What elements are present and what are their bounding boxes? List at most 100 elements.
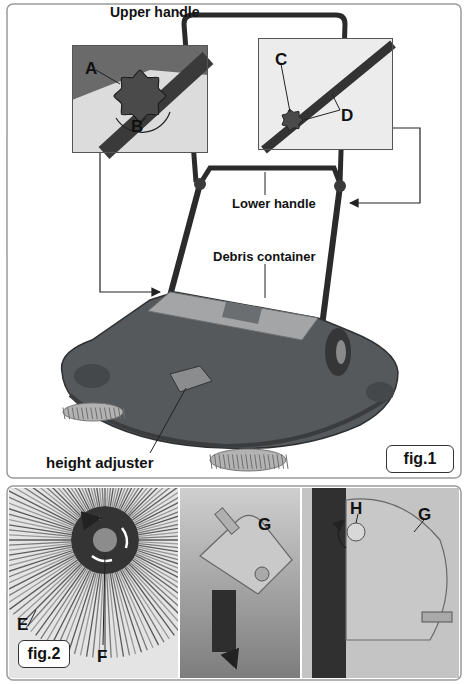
brush-bristle [139,534,178,538]
brush-bristle [134,488,178,521]
photo-panel: G [180,488,300,678]
rotation-arrow [92,556,112,561]
part-label: height adjuster [46,455,154,470]
bracket-photo [180,488,300,678]
figure-label: fig.1 [404,451,437,467]
brush-bristle [80,573,97,655]
mounting-plate [200,515,292,594]
brush-bristle [138,509,178,531]
side-brush [63,403,123,421]
brush-bristle [93,488,102,506]
handle-tube [264,44,393,150]
callout-letter: A [85,60,97,77]
bumper [366,382,394,402]
brush-bristle [63,488,93,508]
container-grip [222,302,262,324]
callout-letter: B [131,118,143,135]
direction-arrow [230,652,236,668]
brush-bristle [114,408,116,420]
housing [62,292,398,449]
bolt [255,567,269,581]
photo-background [302,488,459,678]
brush-bristle [264,455,266,469]
figure-label: fig.2 [28,646,61,662]
part-label: Debris container [213,250,316,263]
inset-background [72,45,208,153]
brush-bristle [210,455,212,469]
brush-bristle [95,408,97,420]
callout-letter: F [97,648,107,665]
brush-photo [9,488,178,678]
bracket-photo [302,488,459,678]
knob [194,178,206,190]
handle-tube [170,184,200,296]
detail-inset [72,45,208,153]
brush-bristle [77,408,79,420]
brush-bristle [122,569,164,642]
bolt [215,508,239,534]
wheel-hub [336,340,346,364]
brush-bristle [136,492,178,526]
brush-bristle [9,549,72,571]
callout-letter: H [350,500,362,517]
brush-bristle [86,408,88,420]
brush-bristle [104,488,105,506]
bolt [347,523,365,541]
brush-bristle [22,488,81,516]
brush-bristle [123,408,125,420]
brush-bristle [237,455,239,469]
rotation-arrow [85,518,100,528]
leader-line [103,556,105,645]
frame-bar [212,590,236,652]
side-brush [210,449,286,471]
brush-bristle [259,455,261,469]
debris-container [148,292,318,340]
brush-bristle [91,408,93,420]
brush-bristle [68,408,70,420]
brush-bristle [219,455,221,469]
bumper [74,364,110,388]
brush-bristle [105,408,107,420]
bolt [422,612,452,622]
leader-line [281,64,290,112]
brush-bristle [277,455,279,469]
handle-tube [104,58,208,153]
leader-line [28,610,36,626]
detail-inset: CD [258,38,393,150]
brush-bristle [63,572,93,650]
detail-inset [258,38,393,150]
leader-line [96,70,120,84]
figure-frame [7,4,461,478]
brush-bristle [72,408,74,420]
brush-bristle [268,455,270,469]
housing-lip [70,395,392,446]
brush-screw [93,528,117,552]
wheel [325,328,351,376]
photo-panel: E Ffig.2 [9,488,178,678]
leader-lines [100,12,420,453]
brush-bristle [116,572,142,652]
callout-letter: C [275,51,287,68]
leader-line [265,172,266,195]
brush-bristle [118,408,120,420]
brush-bristle [9,559,76,605]
brush-bristle [87,488,100,506]
brush-bristle [250,455,252,469]
lower-handle [200,168,341,186]
callout-letter: E [17,616,28,633]
brush-bristle [46,488,88,511]
callout-letter: G [418,506,431,523]
brush-bristle [246,455,248,469]
brush-bristle [223,455,225,469]
brush-bristle [282,455,284,469]
brush-bristle [232,455,234,469]
part-label: Lower handle [232,197,316,210]
brush-bristle [135,488,178,525]
leader-line [265,264,266,298]
brush-bristle [99,488,103,506]
callout-letter: D [341,107,353,124]
brush-bristle [138,515,178,532]
knob [334,180,346,192]
leader-line [332,94,340,110]
